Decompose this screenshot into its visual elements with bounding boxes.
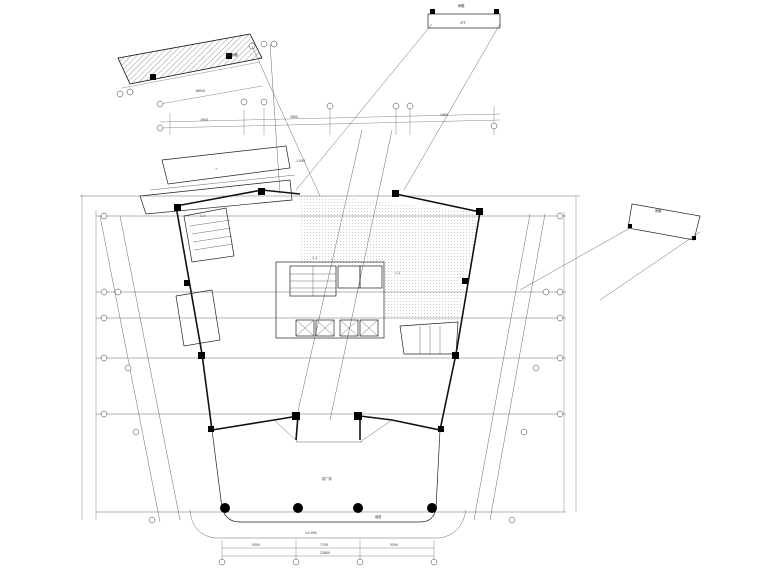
svg-text:→: → — [215, 167, 218, 171]
svg-text:雨棚: 雨棚 — [458, 3, 464, 8]
main-building: 前广场 ±0.000 坡道 — [175, 189, 481, 539]
top-dim-2: 1800 — [290, 115, 298, 119]
small-block-e: 雨棚 — [627, 203, 701, 241]
svg-text:±0.000: ±0.000 — [305, 531, 317, 535]
column — [354, 412, 362, 420]
column — [198, 352, 205, 359]
top-dim-1: 1900 — [200, 118, 208, 122]
column — [438, 426, 444, 432]
canopy-label: 入口雨棚 — [225, 52, 238, 57]
column — [174, 204, 181, 211]
top-dimension-chain: 1900 1800 1900 — [156, 98, 501, 135]
svg-text:18000: 18000 — [195, 89, 205, 93]
column — [462, 278, 468, 284]
column — [392, 190, 399, 197]
bottom-dim-1: 5500 — [252, 543, 260, 547]
bottom-dimension-chain: 5500 7700 5500 22800 — [218, 540, 438, 566]
bottom-dim-2: 7700 — [320, 543, 328, 547]
column — [184, 280, 190, 286]
small-block-ne: 雨棚 2FF — [427, 3, 501, 29]
round-column — [427, 503, 437, 513]
room-label: 1-1 — [395, 271, 400, 275]
svg-text:坡道: 坡道 — [375, 514, 382, 519]
column — [150, 74, 156, 80]
round-column — [220, 503, 230, 513]
bottom-dim-total: 22800 — [320, 551, 330, 555]
column — [292, 412, 300, 420]
bottom-dim-3: 5500 — [390, 543, 398, 547]
svg-text:-1.000: -1.000 — [295, 159, 305, 163]
column — [208, 426, 214, 432]
canopy-block-nw: 入口雨棚 18000 — [116, 33, 278, 108]
column — [226, 53, 232, 59]
room-label: 1-1 — [200, 214, 205, 218]
svg-text:2FF: 2FF — [460, 21, 466, 25]
column — [476, 208, 483, 215]
projection-lines — [251, 23, 701, 421]
column — [452, 352, 459, 359]
round-column — [293, 503, 303, 513]
svg-text:雨棚: 雨棚 — [655, 208, 661, 213]
top-dim-3: 1900 — [440, 113, 448, 117]
column — [258, 188, 265, 195]
upper-canopy-strip: → -1.000 — [139, 145, 305, 215]
round-column — [353, 503, 363, 513]
core: 1-1 1-1 1-1 — [200, 214, 400, 339]
svg-text:前广场: 前广场 — [322, 476, 332, 481]
columns — [174, 188, 483, 513]
room-label: 1-1 — [312, 256, 317, 260]
